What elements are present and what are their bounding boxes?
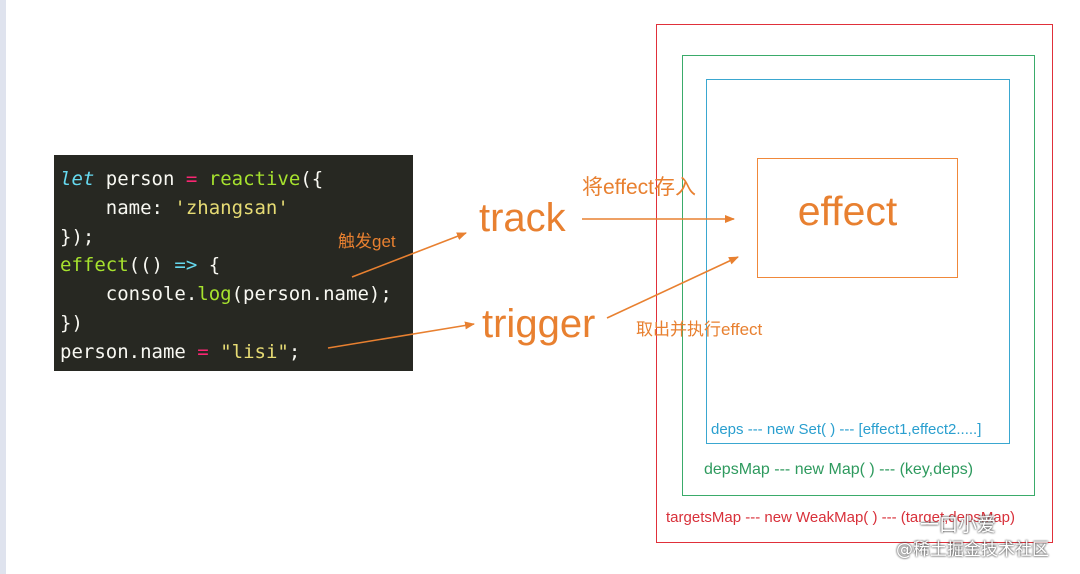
code-line: person.name = "lisi"; — [60, 338, 300, 367]
code-token: let — [60, 168, 95, 190]
watermark-site: @稀土掘金技术社区 — [896, 540, 1049, 560]
code-panel: let person = reactive({ name: 'zhangsan'… — [54, 155, 413, 371]
code-token: (() — [128, 254, 175, 276]
code-token: = — [197, 341, 209, 363]
effect-label: effect — [797, 188, 898, 234]
trigger-label: trigger — [482, 302, 596, 346]
watermark-name: 一口小爱 — [920, 514, 997, 536]
left-edge-strip — [0, 0, 6, 574]
effect-box — [757, 158, 958, 278]
deps-caption: deps --- new Set( ) --- [effect1,effect2… — [711, 421, 982, 438]
code-line: name: 'zhangsan' — [60, 194, 289, 223]
code-token: => — [174, 254, 198, 276]
code-line: }); — [60, 223, 94, 252]
code-token: reactive — [208, 168, 301, 190]
code-token: 'zhangsan' — [174, 197, 289, 219]
deps-map-caption: depsMap --- new Map( ) --- (key,deps) — [704, 461, 974, 478]
trigger-get-label: 触发get — [338, 232, 396, 251]
code-token: person — [94, 168, 186, 190]
code-token: }) — [60, 312, 83, 334]
code-token: "lisi" — [220, 341, 289, 363]
track-label: track — [479, 196, 566, 240]
set-to-trigger-arrow — [327, 321, 475, 349]
code-line: console.log(person.name); — [60, 280, 392, 309]
targets-map-box — [656, 24, 1053, 543]
targets-map-caption: targetsMap --- new WeakMap( ) --- (targe… — [666, 509, 1015, 526]
code-token: log — [197, 283, 232, 305]
take-run-effect-label: 取出并执行effect — [636, 320, 763, 339]
trigger-to-effect-arrow — [606, 256, 739, 319]
get-to-track-arrow — [351, 232, 467, 278]
code-token: effect — [60, 254, 129, 276]
code-token: = — [185, 168, 198, 190]
deps-set-box — [706, 79, 1010, 444]
deps-map-box — [682, 55, 1035, 496]
code-token: name: — [60, 197, 175, 219]
code-line: }) — [60, 309, 83, 338]
code-token: console. — [60, 283, 198, 305]
code-token: ({ — [300, 168, 324, 190]
store-effect-label: 将effect存入 — [582, 176, 696, 199]
code-line: effect(() => { — [60, 251, 220, 280]
code-line: let person = reactive({ — [60, 165, 323, 194]
code-token: (person.name); — [231, 283, 392, 305]
code-token: }); — [60, 226, 95, 248]
code-token: { — [197, 254, 221, 276]
code-token: person.name — [60, 341, 198, 363]
code-token: ; — [288, 341, 301, 363]
